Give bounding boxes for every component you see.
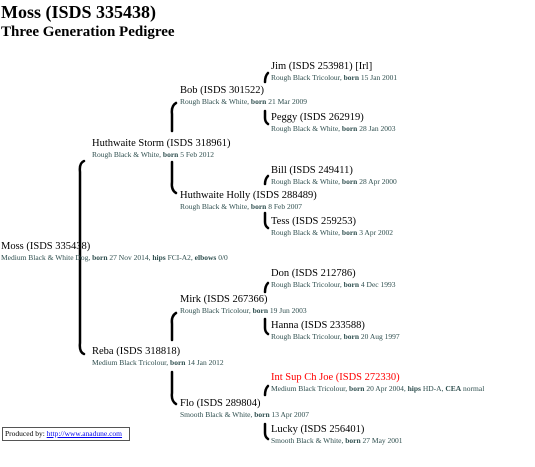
dog-name: Don (ISDS 212786) <box>271 268 356 279</box>
bracket-storm-lower <box>170 160 178 195</box>
anadune-link[interactable]: http://www.anadune.com <box>46 429 123 438</box>
dog-entry-jim: Jim (ISDS 253981) [Irl] Rough Black Tric… <box>271 61 397 83</box>
bracket-flo-lower <box>263 422 270 441</box>
dog-details: Smooth Black & White, born 27 May 2001 <box>271 436 403 445</box>
dog-details: Rough Black Tricolour, born 4 Dec 1993 <box>271 280 396 289</box>
dog-details: Rough Black & White, born 3 Apr 2002 <box>271 228 393 237</box>
bracket-mirk <box>263 281 270 294</box>
dog-details: Medium Black Tricolour, born 20 Apr 2004… <box>271 384 485 393</box>
dog-entry-huthwaite-storm: Huthwaite Storm (ISDS 318961) Rough Blac… <box>92 138 231 160</box>
dog-entry-hanna: Hanna (ISDS 233588) Rough Black Tricolou… <box>271 320 400 342</box>
produced-by-label: Produced by: <box>5 429 47 438</box>
dog-name: Huthwaite Holly (ISDS 288489) <box>180 190 317 201</box>
bracket-holly <box>263 174 270 186</box>
dog-entry-bob: Bob (ISDS 301522) Rough Black & White, b… <box>180 85 307 107</box>
dog-name: Huthwaite Storm (ISDS 318961) <box>92 138 231 149</box>
dog-details: Rough Black Tricolour, born 20 Aug 1997 <box>271 332 400 341</box>
dog-name: Moss (ISDS 335438) <box>1 241 91 252</box>
bracket-bob <box>263 71 270 84</box>
bracket-bob-lower <box>263 109 270 126</box>
dog-name: Bill (ISDS 249411) <box>271 165 353 176</box>
bracket-mirk-lower <box>263 317 270 336</box>
dog-details: Rough Black & White, born 21 Mar 2009 <box>180 97 307 106</box>
bracket-flo <box>263 384 270 397</box>
dog-name: Tess (ISDS 259253) <box>271 216 357 227</box>
dog-details: Rough Black Tricolour, born 19 Jun 2003 <box>180 306 307 315</box>
dog-entry-bill: Bill (ISDS 249411) Rough Black & White, … <box>271 165 397 187</box>
dog-name: Flo (ISDS 289804) <box>180 398 261 409</box>
dog-name: Jim (ISDS 253981) [Irl] <box>271 61 373 72</box>
dog-entry-peggy: Peggy (ISDS 262919) Rough Black & White,… <box>271 112 395 134</box>
dog-name: Mirk (ISDS 267366) <box>180 294 268 305</box>
dog-entry-tess: Tess (ISDS 259253) Rough Black & White, … <box>271 216 393 238</box>
bracket-reba-lower <box>170 370 178 406</box>
bracket-moss <box>78 159 86 356</box>
dog-details: Rough Black & White, born 28 Jan 2003 <box>271 124 396 133</box>
dog-details: Medium Black & White Dog, born 27 Nov 20… <box>1 253 228 262</box>
dog-entry-reba: Reba (ISDS 318818) Medium Black Tricolou… <box>92 346 224 368</box>
dog-entry-don: Don (ISDS 212786) Rough Black Tricolour,… <box>271 268 396 290</box>
dog-name: Bob (ISDS 301522) <box>180 85 265 96</box>
dog-name: Lucky (ISDS 256401) <box>271 424 365 435</box>
dog-entry-flo: Flo (ISDS 289804) Smooth Black & White, … <box>180 398 309 420</box>
bracket-reba <box>170 311 178 342</box>
dog-entry-lucky: Lucky (ISDS 256401) Smooth Black & White… <box>271 424 403 446</box>
dog-details: Rough Black & White, born 28 Apr 2000 <box>271 177 397 186</box>
dog-entry-int-sup-ch-joe: Int Sup Ch Joe (ISDS 272330) Medium Blac… <box>271 372 484 394</box>
dog-name-highlighted: Int Sup Ch Joe (ISDS 272330) <box>271 372 400 383</box>
dog-entry-mirk: Mirk (ISDS 267366) Rough Black Tricolour… <box>180 294 307 316</box>
bracket-holly-lower <box>263 211 270 230</box>
page-title: Moss (ISDS 335438) <box>1 2 157 22</box>
dog-entry-huthwaite-holly: Huthwaite Holly (ISDS 288489) Rough Blac… <box>180 190 317 212</box>
dog-details: Smooth Black & White, born 13 Apr 2007 <box>180 410 310 419</box>
dog-name: Reba (ISDS 318818) <box>92 346 181 357</box>
dog-details: Rough Black Tricolour, born 15 Jan 2001 <box>271 73 398 82</box>
dog-details: Rough Black & White, born 5 Feb 2012 <box>92 150 214 159</box>
bracket-storm <box>170 101 178 133</box>
produced-by-box: Produced by: http://www.anadune.com <box>2 427 130 441</box>
dog-details: Medium Black Tricolour, born 14 Jan 2012 <box>92 358 224 367</box>
dog-name: Peggy (ISDS 262919) <box>271 112 364 123</box>
dog-entry-moss: Moss (ISDS 335438) Medium Black & White … <box>1 241 228 263</box>
page-subtitle: Three Generation Pedigree <box>1 24 175 40</box>
dog-name: Hanna (ISDS 233588) <box>271 320 365 331</box>
dog-details: Rough Black & White, born 8 Feb 2007 <box>180 202 302 211</box>
